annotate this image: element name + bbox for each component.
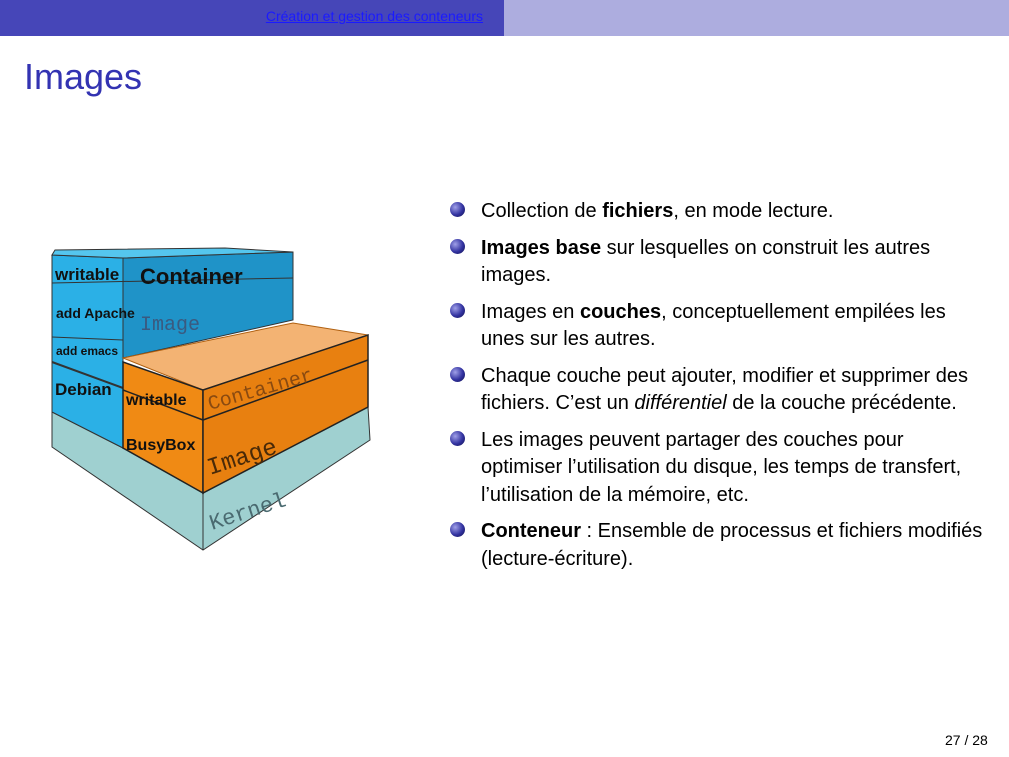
bullet-item: Images en couches, conceptuellement empi… [450,299,990,354]
section-link[interactable]: Création et gestion des conteneurs [265,8,483,24]
bullet-ball-icon [450,238,465,254]
bullet-ball-icon [450,202,465,217]
bullet-ball-icon [450,430,465,446]
bullet-list: Collection de fichiers, en mode lecture.… [450,198,990,582]
label-add-emacs: add emacs [56,344,118,358]
label-busybox: BusyBox [126,437,195,454]
label-container-1: Container [140,264,243,289]
page-number: 27 / 28 [945,732,988,748]
bullet-item: Chaque couche peut ajouter, modifier et … [450,363,990,418]
bullet-item: Images base sur lesquelles on construit … [450,235,990,290]
bullet-item: Collection de fichiers, en mode lecture. [450,198,990,226]
label-debian: Debian [55,380,112,399]
header-bar-left: Création et gestion des conteneurs [0,0,504,36]
docker-layers-diagram: writable Container add Apache add emacs … [51,247,371,551]
label-image-1: Image [140,314,200,337]
bullet-ball-icon [450,522,465,537]
slide-title: Images [24,56,143,97]
label-writable-1: writable [54,265,119,284]
label-add-apache: add Apache [56,305,135,321]
bullet-ball-icon [450,302,465,318]
bullet-item: Les images peuvent partager des couches … [450,427,990,510]
bullet-item: Conteneur : Ensemble de processus et fic… [450,518,990,573]
header-bar-right [504,0,1009,36]
bullet-ball-icon [450,366,465,382]
label-writable-2: writable [125,392,187,409]
